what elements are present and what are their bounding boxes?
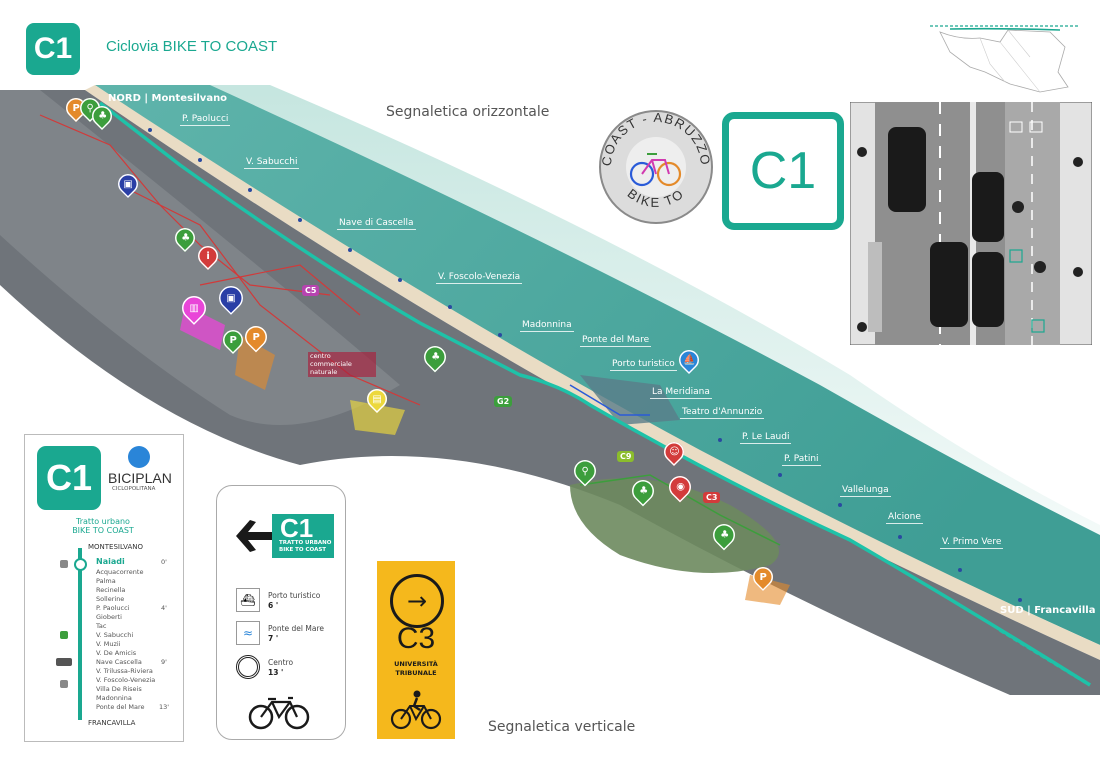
current-stop-dot bbox=[74, 558, 87, 571]
caption-horizontal: Segnaletica orizzontale bbox=[386, 104, 550, 120]
street-label: P. Patini bbox=[782, 454, 821, 466]
stop-label: Ponte del Mare bbox=[96, 703, 145, 711]
stop-time: 0' bbox=[161, 558, 167, 566]
street-label: Alcione bbox=[886, 512, 923, 524]
header-badge: C1 bbox=[26, 23, 80, 75]
target-icon bbox=[236, 655, 260, 679]
checkpoint-c9: C9 bbox=[617, 451, 635, 462]
side-icon bbox=[56, 658, 72, 666]
road-layout-diagram bbox=[850, 102, 1092, 345]
street-label: Porto turistico bbox=[610, 359, 677, 371]
stop-label: Acquacorrente bbox=[96, 568, 144, 576]
street-label: La Meridiana bbox=[650, 387, 712, 399]
direction-badge: C1 bbox=[280, 513, 314, 543]
street-label: P. Le Laudi bbox=[740, 432, 792, 444]
street-label: Vallelunga bbox=[840, 485, 891, 497]
route-start: MONTESILVANO bbox=[88, 543, 143, 551]
wave-icon: ≈ bbox=[236, 621, 260, 645]
checkpoint-c5: C5 bbox=[302, 285, 320, 296]
side-icon bbox=[60, 680, 68, 688]
biciplan-icon bbox=[128, 446, 150, 468]
side-icon bbox=[60, 631, 68, 639]
stop-label: Recinella bbox=[96, 586, 126, 594]
street-label: V. Foscolo-Venezia bbox=[436, 272, 523, 284]
destination-name: Porto turistico bbox=[268, 591, 321, 600]
stop-label: Tac bbox=[96, 622, 107, 630]
direction-badge-box bbox=[272, 514, 334, 558]
current-stop: Naiadi bbox=[96, 557, 125, 566]
stop-label: Palma bbox=[96, 577, 116, 585]
stop-time: 13' bbox=[159, 703, 170, 711]
stop-label: V. Sabucchi bbox=[96, 631, 134, 639]
c3-line-2: TRIBUNALE bbox=[395, 669, 437, 677]
stop-label: Gioberti bbox=[96, 613, 122, 621]
destination-time: 13 ' bbox=[268, 668, 284, 677]
stop-label: Villa De Riseis bbox=[96, 685, 142, 693]
direction-sub-1: TRATTO URBANO bbox=[279, 540, 332, 546]
north-label: NORD | Montesilvano bbox=[108, 93, 228, 104]
locator-map bbox=[930, 25, 1080, 93]
arrow-right-circle-icon: → bbox=[390, 574, 444, 628]
stop-label: V. Muzii bbox=[96, 640, 121, 648]
c1-outline-text: C1 bbox=[749, 142, 817, 200]
c3-line-1: UNIVERSITÀ bbox=[394, 660, 438, 668]
stop-label: Sollerine bbox=[96, 595, 125, 603]
bicycle-icon bbox=[248, 696, 310, 730]
street-label: V. Sabucchi bbox=[244, 157, 300, 169]
caption-vertical: Segnaletica verticale bbox=[488, 719, 636, 735]
page-title: Ciclovia BIKE TO COAST bbox=[106, 38, 278, 55]
biciplan-brand: BICIPLAN bbox=[108, 470, 172, 486]
stop-label: V. De Amicis bbox=[96, 649, 137, 657]
ship-icon: ⛴ bbox=[236, 588, 260, 612]
mall-label: centro commerciale naturale bbox=[308, 352, 376, 378]
route-line bbox=[78, 548, 82, 720]
direction-sub-2: BIKE TO COAST bbox=[279, 547, 327, 553]
street-label: Nave di Cascella bbox=[337, 218, 416, 230]
stop-label: Nave Cascella bbox=[96, 658, 142, 666]
aerial-map bbox=[0, 85, 1100, 695]
south-label: SUD | Francavilla bbox=[1000, 605, 1096, 616]
route-heading-2: BIKE TO COAST bbox=[72, 526, 134, 535]
street-label: Ponte del Mare bbox=[580, 335, 652, 347]
destination-time: 6 ' bbox=[268, 601, 279, 610]
side-icon bbox=[60, 560, 68, 568]
street-label: Teatro d'Annunzio bbox=[680, 407, 765, 419]
street-label: Madonnina bbox=[520, 320, 574, 332]
checkpoint-c3: C3 bbox=[703, 492, 721, 503]
route-end: FRANCAVILLA bbox=[88, 719, 136, 727]
checkpoint-g2: G2 bbox=[494, 396, 513, 407]
stop-label: V. Foscolo-Venezia bbox=[96, 676, 156, 684]
stop-label: V. Trilussa-Riviera bbox=[96, 667, 153, 675]
destination-name: Ponte del Mare bbox=[268, 624, 324, 633]
route-heading-1: Tratto urbano bbox=[76, 517, 130, 526]
destination-name: Centro bbox=[268, 658, 294, 667]
stop-label: P. Paolucci bbox=[96, 604, 130, 612]
stop-label: Madonnina bbox=[96, 694, 132, 702]
biciplan-sub: CICLOPOLITANA bbox=[112, 486, 156, 492]
street-label: V. Primo Vere bbox=[940, 537, 1004, 549]
stop-time: 4' bbox=[161, 604, 167, 612]
route-sign-badge: C1 bbox=[37, 446, 101, 510]
destination-time: 7 ' bbox=[268, 634, 279, 643]
stop-time: 9' bbox=[161, 658, 167, 666]
c3-code: C3 bbox=[396, 622, 436, 655]
coast-abruzzo-logo: COAST - ABRUZZO BIKE TO bbox=[599, 110, 713, 224]
street-label: P. Paolucci bbox=[180, 114, 231, 126]
arrow-left-icon bbox=[236, 520, 272, 552]
cyclist-icon bbox=[390, 690, 442, 730]
c1-outline-sign bbox=[722, 112, 844, 230]
